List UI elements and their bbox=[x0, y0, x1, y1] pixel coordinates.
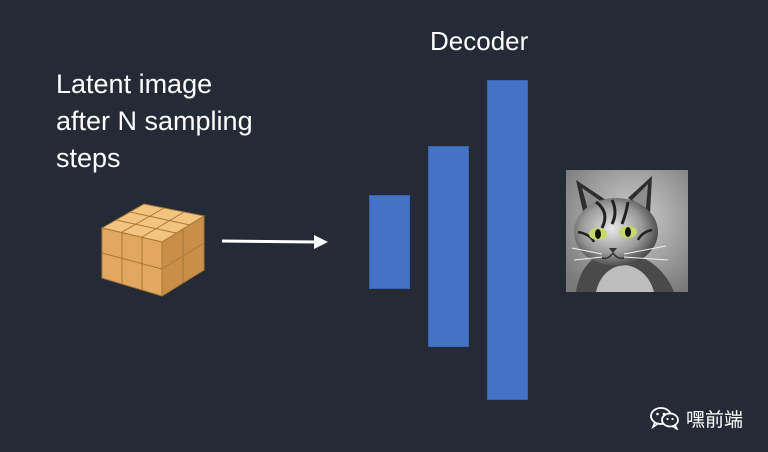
latent-label-line-2: after N sampling bbox=[56, 106, 253, 136]
latent-image-label: Latent image after N sampling steps bbox=[56, 66, 253, 177]
watermark: 嘿前端 bbox=[650, 405, 743, 431]
watermark-text: 嘿前端 bbox=[686, 408, 744, 431]
decoder-layer-3 bbox=[487, 80, 528, 400]
latent-cube-icon bbox=[100, 203, 206, 297]
wechat-icon bbox=[650, 407, 679, 430]
decoder-layer-2 bbox=[428, 146, 469, 347]
latent-label-line-3: steps bbox=[56, 143, 121, 173]
decoder-layer-1 bbox=[369, 195, 410, 289]
decoder-title: Decoder bbox=[430, 26, 529, 56]
cat-image bbox=[566, 170, 688, 292]
arrow-right-icon bbox=[221, 235, 328, 249]
latent-label-line-1: Latent image bbox=[56, 69, 213, 99]
